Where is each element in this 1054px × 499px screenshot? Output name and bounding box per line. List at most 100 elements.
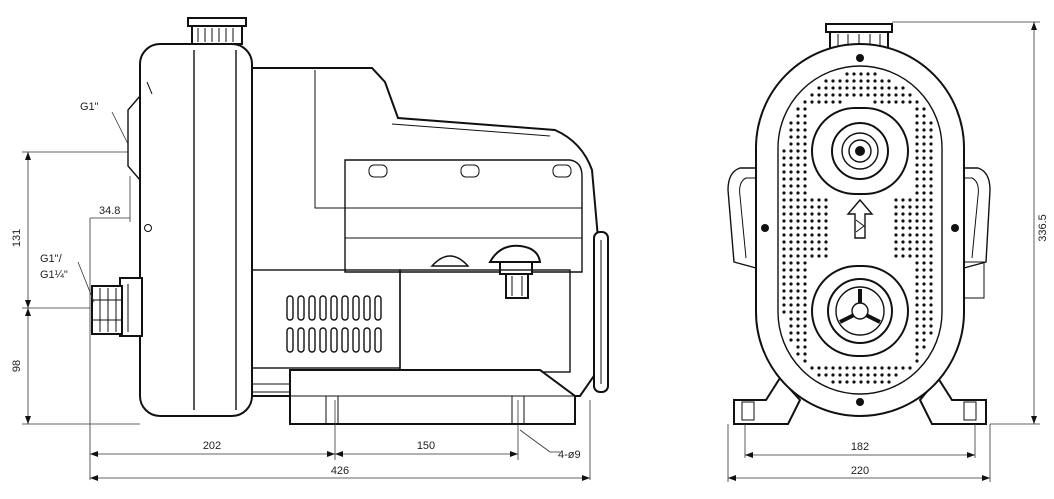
grille-dot	[789, 205, 793, 209]
grille-dot	[915, 352, 919, 356]
grille-dot	[915, 324, 919, 328]
front-view: 182 220 336.5	[727, 21, 1049, 482]
grille-dot	[796, 317, 800, 321]
grille-dot	[922, 149, 926, 153]
grille-dot	[831, 366, 835, 370]
grille-dot	[803, 247, 807, 251]
grille-dot	[922, 275, 926, 279]
grille-dot	[803, 359, 807, 363]
grille-dot	[929, 233, 933, 237]
grille-dot	[880, 79, 884, 83]
grille-dot	[915, 156, 919, 160]
grille-dot	[845, 86, 849, 90]
grille-dot	[929, 268, 933, 272]
grille-dot	[789, 156, 793, 160]
grille-dot	[789, 163, 793, 167]
grille-dot	[894, 86, 898, 90]
grille-dot	[852, 86, 856, 90]
grille-dot	[887, 79, 891, 83]
vent-slot	[308, 327, 316, 353]
grille-dot	[796, 219, 800, 223]
grille-dot	[901, 100, 905, 104]
vent-slot	[341, 295, 349, 321]
grille-dot	[873, 93, 877, 97]
grille-dot	[782, 184, 786, 188]
grille-dot	[789, 135, 793, 139]
grille-dot	[796, 128, 800, 132]
grille-dot	[922, 282, 926, 286]
dim-34-8: 34.8	[99, 205, 120, 217]
vent-slot	[374, 327, 382, 353]
grille-dot	[901, 233, 905, 237]
grille-dot	[824, 226, 828, 230]
grille-dot	[796, 338, 800, 342]
grille-dot	[810, 226, 814, 230]
grille-dot	[852, 380, 856, 384]
grille-dot	[852, 93, 856, 97]
grille-dot	[824, 198, 828, 202]
grille-dot	[810, 93, 814, 97]
grille-dot	[915, 114, 919, 118]
grille-dot	[915, 289, 919, 293]
grille-dot	[817, 254, 821, 258]
front-feet	[733, 376, 987, 425]
grille-dot	[894, 247, 898, 251]
grille-dot	[852, 366, 856, 370]
grille-dot	[782, 219, 786, 223]
grille-dot	[908, 233, 912, 237]
grille-dot	[873, 72, 877, 76]
grille-dot	[915, 205, 919, 209]
grille-dot	[859, 373, 863, 377]
grille-dot	[796, 135, 800, 139]
grille-dot	[782, 233, 786, 237]
dim-220: 220	[851, 465, 869, 477]
grille-dot	[796, 254, 800, 258]
grille-dot	[922, 121, 926, 125]
grille-dot	[894, 226, 898, 230]
grille-dot	[803, 338, 807, 342]
grille-dot	[929, 219, 933, 223]
grille-dot	[810, 100, 814, 104]
grille-dot	[803, 240, 807, 244]
grille-dot	[817, 247, 821, 251]
grille-dot	[929, 324, 933, 328]
grille-dot	[873, 100, 877, 104]
vent-slot	[341, 327, 349, 353]
grille-dot	[810, 205, 814, 209]
grille-dot	[852, 373, 856, 377]
grille-dot	[789, 170, 793, 174]
grille-dot	[789, 128, 793, 132]
pump-casing	[127, 43, 253, 417]
grille-dot	[803, 324, 807, 328]
grille-dot	[810, 247, 814, 251]
grille-dot	[803, 142, 807, 146]
grille-dot	[894, 240, 898, 244]
grille-dot	[929, 303, 933, 307]
grille-dot	[887, 86, 891, 90]
pump-base	[250, 369, 576, 425]
grille-dot	[922, 128, 926, 132]
grille-dot	[817, 366, 821, 370]
grille-dot	[782, 303, 786, 307]
grille-dot	[796, 149, 800, 153]
grille-dot	[922, 324, 926, 328]
grille-dot	[803, 191, 807, 195]
grille-dot	[922, 289, 926, 293]
grille-dot	[866, 72, 870, 76]
capacitor-clip	[430, 255, 470, 267]
grille-dot	[789, 233, 793, 237]
grille-dot	[789, 289, 793, 293]
grille-dot	[803, 114, 807, 118]
grille-dot	[880, 100, 884, 104]
grille-dot	[803, 156, 807, 160]
vent-slot	[330, 327, 338, 353]
grille-dot	[782, 149, 786, 153]
grille-dot	[789, 268, 793, 272]
grille-dot	[901, 93, 905, 97]
grille-dot	[789, 191, 793, 195]
grille-dot	[789, 303, 793, 307]
grille-dot	[789, 275, 793, 279]
grille-dot	[915, 254, 919, 258]
grille-dot	[789, 324, 793, 328]
vent-slot	[363, 295, 371, 321]
